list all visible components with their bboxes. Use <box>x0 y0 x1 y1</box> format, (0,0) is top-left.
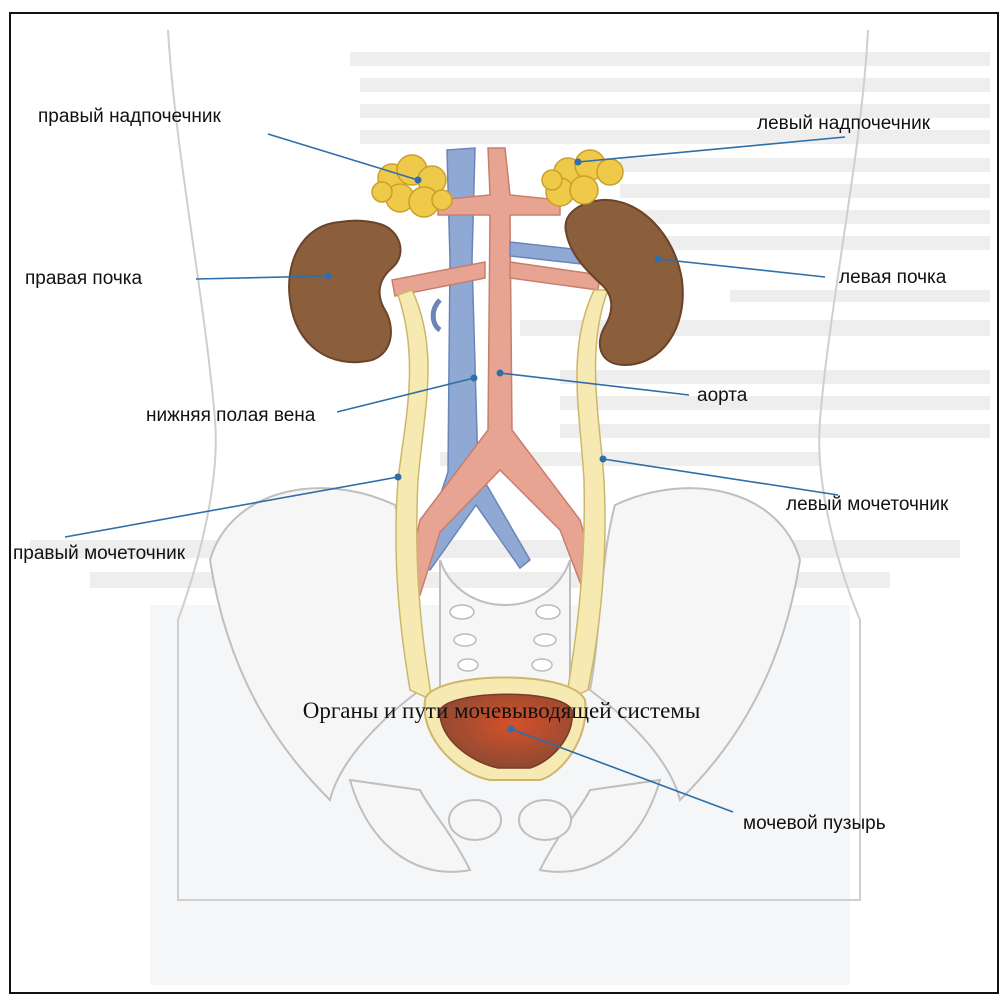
label-bladder: мочевой пузырь <box>743 813 886 835</box>
label-right-kidney: правая почка <box>25 268 142 290</box>
label-aorta: аорта <box>697 385 747 407</box>
label-right-ureter: правый мочеточник <box>13 543 185 565</box>
label-left-kidney: левая почка <box>839 267 946 289</box>
vein-branch <box>433 300 440 330</box>
label-right-adrenal: правый надпочечник <box>38 106 221 128</box>
right-kidney-shape <box>289 221 400 363</box>
label-left-ureter: левый мочеточник <box>786 494 948 516</box>
right-adrenal-shape <box>372 155 452 217</box>
figure-caption: Органы и пути мочевыводящей системы <box>0 698 1003 724</box>
label-ivc: нижняя полая вена <box>146 405 315 427</box>
leader-left-kidney <box>658 259 825 277</box>
label-left-adrenal: левый надпочечник <box>757 113 930 135</box>
